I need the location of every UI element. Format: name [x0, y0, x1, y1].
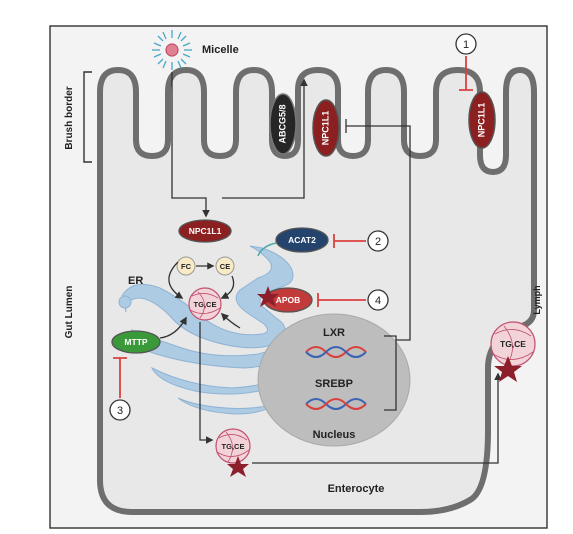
- inhibit-2-line: [333, 234, 366, 248]
- lymph-label: Lymph: [532, 285, 542, 314]
- brush-border-bracket: [83, 71, 92, 163]
- fc-molecule: [176, 256, 196, 276]
- nucleus-label: Nucleus: [313, 429, 356, 441]
- apob-star-icon: [257, 286, 279, 307]
- inhibit-1-line: [459, 56, 473, 91]
- apob-to-tgce-arrow: [220, 312, 241, 329]
- vesicle-apob-star-icon: [227, 456, 249, 477]
- step-2-marker: [367, 230, 389, 252]
- tgce-vesicle-lipoprotein: [215, 428, 251, 464]
- apob-label: APOB: [276, 295, 301, 305]
- uptake-arrow: [171, 72, 210, 218]
- step-4-label: 4: [375, 295, 381, 307]
- regulation-line: [345, 119, 411, 341]
- ce-molecule: [215, 256, 235, 276]
- er-label: ER: [128, 275, 143, 287]
- acat2-anchor: [257, 242, 277, 257]
- nucleus-bracket: [384, 335, 397, 411]
- to-lymph-arrow: [252, 372, 502, 464]
- ce-label: CE: [220, 262, 230, 271]
- enterocyte-cell: [97, 67, 537, 515]
- step-1-label: 1: [463, 39, 469, 51]
- secretion-arrow-1: [199, 322, 214, 444]
- lxr-dna-icon: [305, 346, 367, 358]
- step-3-marker: [109, 399, 131, 421]
- srebp-label: SREBP: [315, 378, 353, 390]
- abcg58-label: ABCG5/8: [277, 104, 287, 143]
- mttp-protein: [111, 330, 161, 354]
- er-vesicle: [118, 295, 132, 309]
- srebp-dna-icon: [305, 398, 367, 410]
- gut-lumen-label: Gut Lumen: [64, 286, 75, 339]
- tgce-er-label: TG,CE: [194, 300, 217, 309]
- acat2-enzyme: [275, 227, 329, 253]
- lxr-label: LXR: [323, 327, 345, 339]
- fc-label: FC: [181, 262, 192, 271]
- npc1l1-target-transporter: [468, 91, 496, 149]
- abcg58-transporter: [269, 93, 297, 155]
- npc1l1-villus-transporter: [312, 99, 340, 157]
- fc-to-tgce-arrow: [168, 261, 184, 299]
- lymph-apob-star-icon: [494, 356, 522, 382]
- npc1l1-er-label: NPC1L1: [189, 226, 222, 236]
- inhibit-4-line: [317, 293, 366, 307]
- mttp-to-tgce-arrow: [159, 316, 187, 339]
- enterocyte-label: Enterocyte: [328, 483, 385, 495]
- step-3-label: 3: [117, 405, 123, 417]
- step-1-marker: [455, 33, 477, 55]
- npc1l1-er-transporter: [178, 219, 232, 243]
- ce-to-tgce-arrow: [220, 275, 235, 299]
- step-2-label: 2: [375, 236, 381, 248]
- mttp-label: MTTP: [124, 337, 147, 347]
- acat2-label: ACAT2: [288, 235, 316, 245]
- tgce-er-lipoprotein: [188, 287, 222, 321]
- brush-border-label: Brush border: [64, 86, 75, 149]
- tgce-lymph-label: TG,CE: [500, 339, 526, 349]
- micelle-label: Micelle: [202, 44, 239, 56]
- npc1l1-target-label: NPC1L1: [476, 103, 486, 138]
- micelle-icon: [152, 30, 192, 70]
- npc1l1-villus-label: NPC1L1: [320, 111, 330, 146]
- nucleus: [257, 313, 411, 447]
- inhibit-3-line: [113, 357, 127, 398]
- recycle-arrow: [222, 78, 308, 199]
- tgce-vesicle-label: TG,CE: [222, 442, 245, 451]
- step-4-marker: [367, 289, 389, 311]
